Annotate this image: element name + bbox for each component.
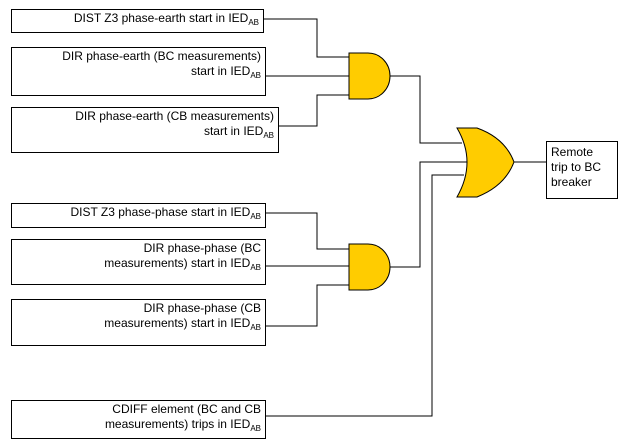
input-label-line: start in IEDAB [16,124,274,140]
input-label-text: DIR phase-earth (CB measurements) [75,109,274,123]
input-label-line: DIR phase-earth (CB measurements) [16,109,274,124]
wire-cdiff-or [265,174,464,417]
output-box-remote-trip: Remote trip to BC breaker [546,141,618,199]
input-label-line: DIR phase-phase (BC [16,241,261,256]
input-label-text: measurements) start in IED [104,316,251,330]
output-line-2: trip to BC [551,160,602,174]
input-label-text: DIST Z3 phase-phase start in IED [70,205,251,219]
input-label-line: DIR phase-earth (BC measurements) [16,49,261,64]
or-gate [456,127,515,198]
wire-and2-or [390,161,470,268]
ied-subscript: AB [263,131,274,140]
input-label-line: measurements) trips in IEDAB [16,417,261,433]
wire-and1-or [390,75,462,144]
ied-subscript: AB [250,424,261,433]
output-line-1: Remote [551,145,594,159]
and-gate-2 [348,243,391,291]
input-box-dir-phase-earth-cb: DIR phase-earth (CB measurements)start i… [11,107,279,153]
input-label-text: start in IED [203,124,264,138]
input-label-line: DIR phase-phase (CB [16,301,261,316]
wire-in3-and1 [278,94,353,127]
ied-subscript: AB [250,323,261,332]
input-label-text: DIST Z3 phase-earth start in IED [73,11,249,25]
input-label-line: CDIFF element (BC and CB [16,402,261,417]
input-box-dir-phase-earth-bc: DIR phase-earth (BC measurements)start i… [11,47,266,96]
input-label-text: measurements) trips in IED [104,417,251,431]
ied-subscript: AB [250,263,261,272]
input-label-line: start in IEDAB [16,64,261,80]
and-gate-1 [348,52,391,100]
input-label-line: measurements) start in IEDAB [16,316,261,332]
wire-in4-and2 [265,212,353,250]
input-label-line: measurements) start in IEDAB [16,256,261,272]
input-label-text: CDIFF element (BC and CB [112,402,261,416]
output-line-3: breaker [551,175,592,189]
input-box-dist-z3-phase-phase: DIST Z3 phase-phase start in IEDAB [11,203,266,228]
input-label-line: DIST Z3 phase-earth start in IEDAB [16,11,259,27]
wire-in6-and2 [265,284,353,327]
input-label-text: DIR phase-earth (BC measurements) [62,49,261,63]
input-label-text: DIR phase-phase (CB [143,301,261,315]
ied-subscript: AB [248,18,259,27]
input-label-line: DIST Z3 phase-phase start in IEDAB [16,205,261,221]
ied-subscript: AB [250,71,261,80]
wire-in1-and1 [263,18,353,58]
input-label-text: DIR phase-phase (BC [143,241,261,255]
input-label-text: measurements) start in IED [104,256,251,270]
ied-subscript: AB [250,212,261,221]
input-label-text: start in IED [190,64,251,78]
input-box-dist-z3-phase-earth: DIST Z3 phase-earth start in IEDAB [11,9,264,33]
